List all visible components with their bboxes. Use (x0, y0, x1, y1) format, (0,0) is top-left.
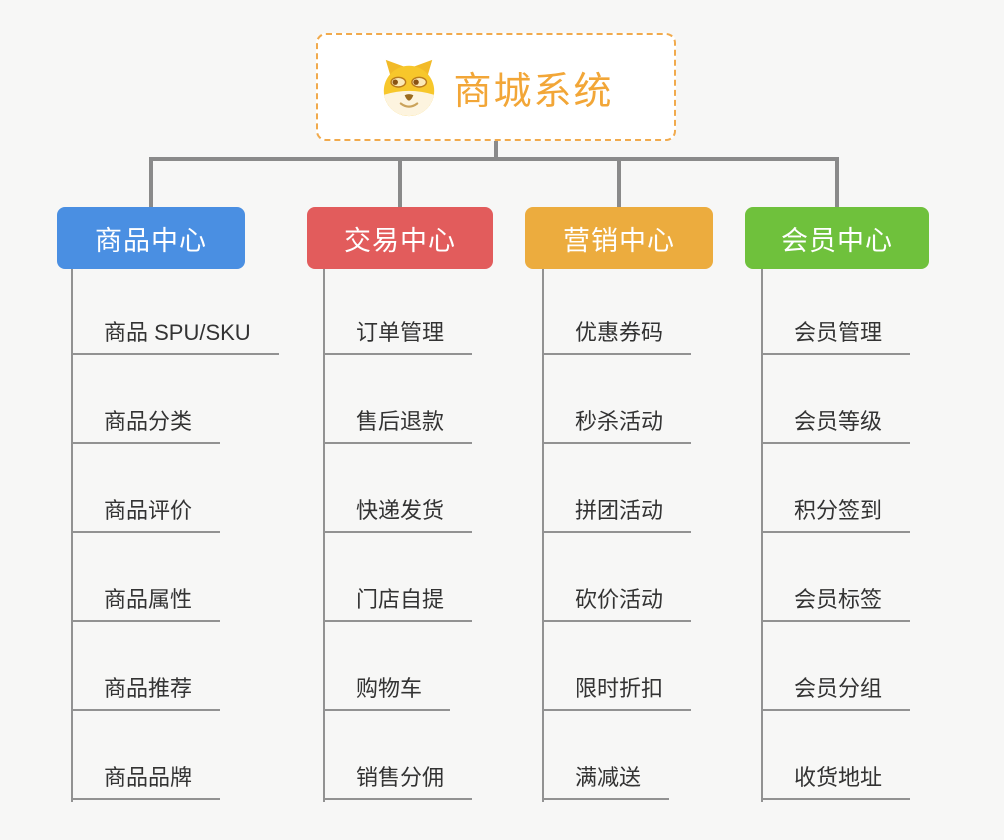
leaf-node-member-level[interactable]: 会员等级 (761, 406, 911, 444)
root-node[interactable]: 商城系统 (316, 33, 676, 141)
branch-line-member (761, 269, 763, 802)
connector-bus (149, 157, 839, 161)
leaf-node-product-attr[interactable]: 商品属性 (71, 584, 221, 622)
branch-line-product (71, 269, 73, 802)
leaf-node-product-review[interactable]: 商品评价 (71, 495, 221, 533)
connector-drop-member (835, 157, 839, 207)
leaf-node-shipping-address[interactable]: 收货地址 (761, 762, 911, 800)
leaf-node-express-shipping[interactable]: 快递发货 (323, 495, 473, 533)
root-title: 商城系统 (453, 70, 614, 113)
leaf-node-product-brand[interactable]: 商品品牌 (71, 762, 221, 800)
leaf-node-product-spu-sku[interactable]: 商品 SPU/SKU (71, 317, 279, 355)
leaf-node-full-reduction[interactable]: 满减送 (542, 762, 670, 800)
leaf-node-order-management[interactable]: 订单管理 (323, 317, 473, 355)
branch-node-product-center[interactable]: 商品中心 (57, 207, 245, 269)
leaf-node-member-tag[interactable]: 会员标签 (761, 584, 911, 622)
branch-line-trade (323, 269, 325, 802)
leaf-node-group-buy[interactable]: 拼团活动 (542, 495, 692, 533)
connector-drop-marketing (617, 157, 621, 207)
leaf-node-coupon-code[interactable]: 优惠券码 (542, 317, 692, 355)
leaf-node-product-category[interactable]: 商品分类 (71, 406, 221, 444)
leaf-node-sales-commission[interactable]: 销售分佣 (323, 762, 473, 800)
branch-node-trade-center[interactable]: 交易中心 (307, 207, 493, 269)
leaf-node-points-checkin[interactable]: 积分签到 (761, 495, 911, 533)
branch-line-marketing (542, 269, 544, 802)
leaf-node-product-recommend[interactable]: 商品推荐 (71, 673, 221, 711)
leaf-node-flash-sale[interactable]: 秒杀活动 (542, 406, 692, 444)
connector-drop-trade (398, 157, 402, 207)
connector-drop-product (149, 157, 153, 207)
connector-root-stem (494, 141, 498, 159)
leaf-node-store-pickup[interactable]: 门店自提 (323, 584, 473, 622)
branch-node-marketing-center[interactable]: 营销中心 (525, 207, 713, 269)
leaf-node-aftersale-refund[interactable]: 售后退款 (323, 406, 473, 444)
leaf-node-limited-discount[interactable]: 限时折扣 (542, 673, 692, 711)
dog-face-icon (384, 59, 435, 117)
leaf-node-member-management[interactable]: 会员管理 (761, 317, 911, 355)
leaf-node-bargain[interactable]: 砍价活动 (542, 584, 692, 622)
leaf-node-member-group[interactable]: 会员分组 (761, 673, 911, 711)
leaf-node-shopping-cart[interactable]: 购物车 (323, 673, 451, 711)
branch-node-member-center[interactable]: 会员中心 (745, 207, 929, 269)
